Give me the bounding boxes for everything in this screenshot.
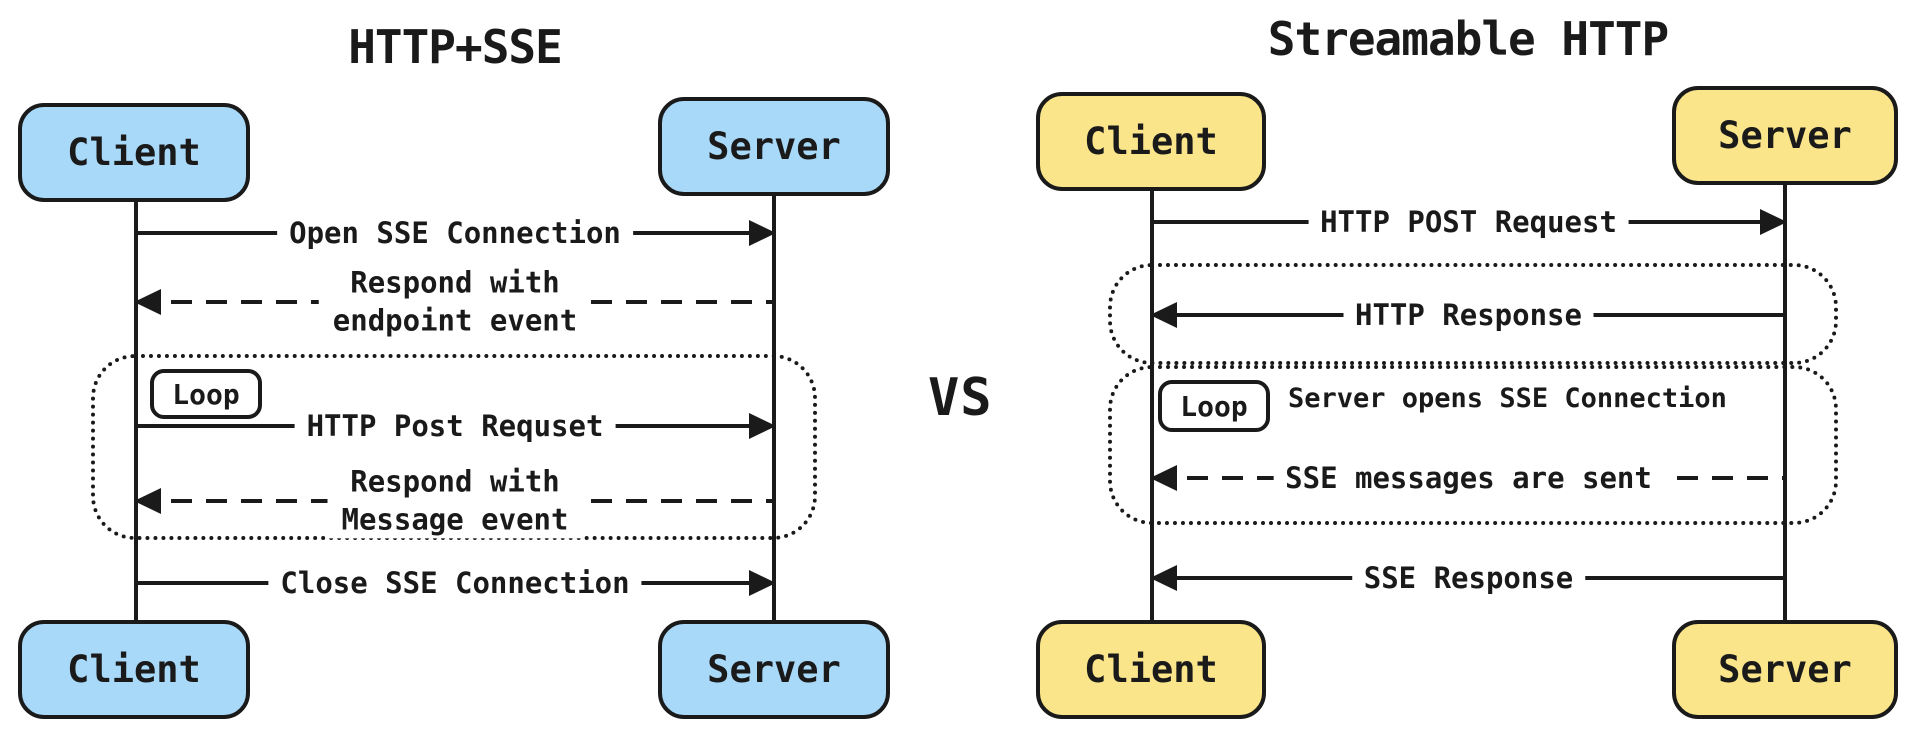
left-loop-label: Loop xyxy=(150,369,262,419)
actor-label: Client xyxy=(67,648,201,691)
message-label: Respond with endpoint event xyxy=(318,264,592,340)
right-client-bottom-box: Client xyxy=(1036,620,1266,719)
vs-label: VS xyxy=(928,368,993,428)
right-message-http-post: HTTP POST Request xyxy=(1152,205,1787,239)
left-server-bottom-box: Server xyxy=(658,620,890,719)
right-server-bottom-box: Server xyxy=(1672,620,1898,719)
actor-label: Client xyxy=(67,131,201,174)
left-client-lifeline xyxy=(134,200,138,622)
left-server-lifeline xyxy=(772,194,776,622)
arrowhead-left-icon xyxy=(134,488,161,514)
right-response-frame xyxy=(1108,263,1838,365)
left-client-bottom-box: Client xyxy=(18,620,250,719)
loop-label-text: Loop xyxy=(172,377,240,411)
left-client-top-box: Client xyxy=(18,103,250,202)
message-label: HTTP Response xyxy=(1343,298,1594,332)
actor-label: Server xyxy=(1718,114,1852,157)
left-message-close-sse: Close SSE Connection xyxy=(136,566,776,600)
right-loop-label: Loop xyxy=(1158,380,1270,432)
right-server-lifeline xyxy=(1783,183,1787,622)
message-label: Open SSE Connection xyxy=(277,216,633,250)
message-label: Respond with Message event xyxy=(327,463,583,539)
left-message-http-post: HTTP Post Requset xyxy=(136,409,776,443)
arrowhead-left-icon xyxy=(1150,302,1177,328)
right-server-top-box: Server xyxy=(1672,86,1898,185)
message-label-line1: Respond with xyxy=(350,265,560,300)
loop-label-text: Loop xyxy=(1180,389,1248,423)
message-label-line2: Message event xyxy=(341,502,569,536)
actor-label: Server xyxy=(707,648,841,691)
actor-label: Client xyxy=(1084,120,1218,163)
arrowhead-right-icon xyxy=(749,570,776,596)
left-message-endpoint-event: Respond with endpoint event xyxy=(134,264,774,340)
left-message-open-sse: Open SSE Connection xyxy=(136,216,776,250)
right-client-lifeline xyxy=(1150,189,1154,622)
right-message-http-response: HTTP Response xyxy=(1150,298,1785,332)
arrowhead-right-icon xyxy=(749,220,776,246)
message-label: Close SSE Connection xyxy=(268,566,642,600)
arrowhead-right-icon xyxy=(1760,209,1787,235)
right-loop-note: Server opens SSE Connection xyxy=(1288,383,1727,414)
right-message-sse-messages: SSE messages are sent xyxy=(1150,461,1785,495)
right-message-sse-response: SSE Response xyxy=(1150,561,1785,595)
message-label-line1: Respond with xyxy=(350,464,560,499)
message-label: SSE messages are sent xyxy=(1273,461,1664,495)
arrowhead-left-icon xyxy=(1150,465,1177,491)
arrowhead-left-icon xyxy=(134,289,161,315)
arrowhead-right-icon xyxy=(749,413,776,439)
left-server-top-box: Server xyxy=(658,97,890,196)
right-client-top-box: Client xyxy=(1036,92,1266,191)
message-label: HTTP Post Requset xyxy=(294,409,616,443)
left-diagram-title: HTTP+SSE xyxy=(348,20,563,74)
actor-label: Client xyxy=(1084,648,1218,691)
message-label: HTTP POST Request xyxy=(1308,205,1629,239)
message-label-line2: endpoint event xyxy=(332,303,578,337)
actor-label: Server xyxy=(707,125,841,168)
left-message-message-event: Respond with Message event xyxy=(134,463,774,539)
message-label: SSE Response xyxy=(1351,561,1586,595)
right-loop-frame xyxy=(1108,365,1838,525)
arrowhead-left-icon xyxy=(1150,565,1177,591)
right-diagram-title: Streamable HTTP xyxy=(1267,12,1669,66)
actor-label: Server xyxy=(1718,648,1852,691)
